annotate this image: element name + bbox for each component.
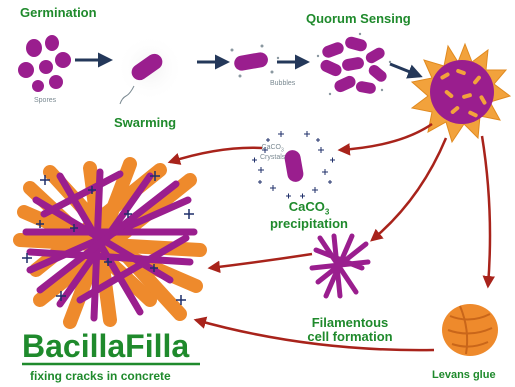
caco3-crystals-text: CaCO [262, 144, 281, 151]
filamentous-cells [312, 236, 368, 296]
filamentous-text-2: cell formation [307, 329, 392, 344]
swarming-label: Swarming [114, 116, 176, 130]
caco3-precipitation-label: CaCO3 precipitation [264, 200, 354, 231]
quorum-cluster [317, 33, 391, 95]
caco3-crystals-label: CaCO3 Crystals [260, 144, 285, 162]
spores-label: Spores [34, 97, 56, 104]
title: BacillaFilla [22, 330, 189, 364]
germination-label: Germination [20, 6, 97, 20]
caco3-crystals-text-2: Crystals [260, 154, 285, 161]
levans-glue-label: Levans glue [432, 370, 515, 382]
quorum-sensing-label: Quorum Sensing [306, 12, 411, 26]
bubbles-label: Bubbles [270, 80, 295, 87]
bubbles-bacterium [231, 45, 280, 78]
swarming-bacterium [116, 34, 184, 104]
spores-cluster [18, 35, 71, 92]
filamentous-label: Filamentous cell formation [300, 316, 400, 343]
caco3-precip-text: CaCO [289, 199, 325, 214]
concrete-crack-composite [20, 164, 200, 322]
caco3-crystals-sub: 3 [281, 147, 284, 153]
caco3-crystal-cloud [252, 131, 335, 199]
caco3-precip-text-2: precipitation [270, 216, 348, 231]
levans-glue-blob [442, 304, 498, 356]
subtitle: fixing cracks in concrete [30, 370, 171, 383]
